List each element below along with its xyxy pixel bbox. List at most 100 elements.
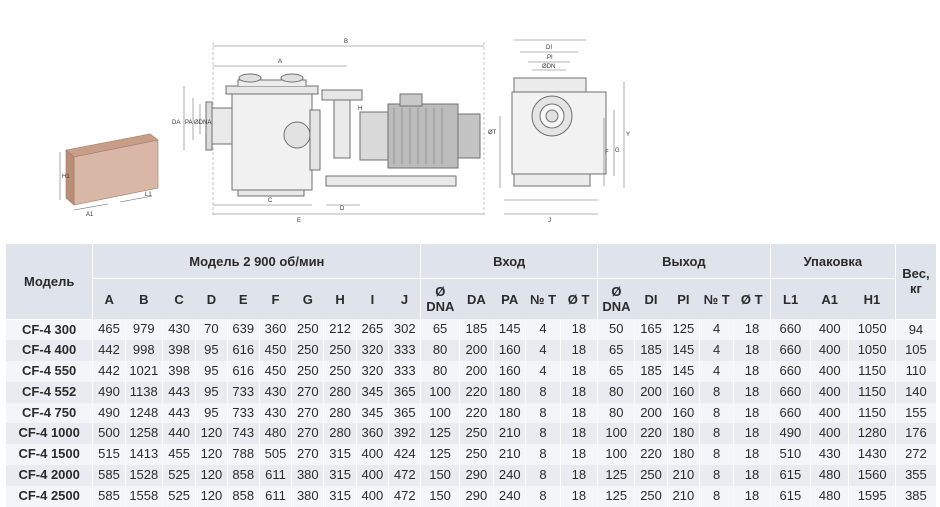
table-cell: 65 <box>420 319 460 341</box>
column-header-label: № T <box>529 291 557 307</box>
table-cell: 18 <box>733 402 771 424</box>
column-header-label: C <box>174 291 184 307</box>
table-cell: 430 <box>258 402 292 424</box>
column-header: D <box>195 278 228 319</box>
table-cell: 1558 <box>124 485 163 507</box>
dim-label-d: D <box>340 206 345 212</box>
column-header: E <box>227 278 260 319</box>
table-cell: 440 <box>161 423 196 445</box>
column-header: № T <box>699 278 734 319</box>
column-header: B <box>125 278 163 319</box>
table-cell: 200 <box>458 361 494 382</box>
table-cell: 105 <box>894 340 936 362</box>
pump-technical-drawing: H1 L1 A1 <box>59 39 630 224</box>
table-cell: 480 <box>810 465 849 486</box>
table-cell: 210 <box>666 465 700 486</box>
table-cell: 8 <box>698 423 734 445</box>
table-cell: 443 <box>161 402 196 424</box>
table-cell: 50 <box>597 319 635 341</box>
table-cell: 616 <box>226 361 260 382</box>
table-cell: 733 <box>226 381 260 403</box>
dim-label-h1: H1 <box>62 174 70 180</box>
table-cell: 430 <box>810 444 849 466</box>
table-cell: 95 <box>195 340 228 362</box>
table-cell: 250 <box>323 340 357 362</box>
table-cell: 280 <box>323 423 357 445</box>
table-cell: 345 <box>355 402 389 424</box>
table-cell: 280 <box>323 402 357 424</box>
table-cell: 315 <box>323 444 357 466</box>
table-cell: 270 <box>291 423 324 445</box>
column-header: A1 <box>810 278 849 319</box>
table-cell: 220 <box>458 381 494 403</box>
table-cell: 360 <box>355 423 389 445</box>
table-cell: 615 <box>769 465 811 486</box>
column-header-label: G <box>302 291 313 307</box>
table-cell: 430 <box>258 381 292 403</box>
column-header: H <box>323 278 357 319</box>
table-cell: 585 <box>92 465 126 486</box>
group-header-packing: Упаковка <box>769 244 896 279</box>
table-cell: 333 <box>388 340 421 362</box>
weight-header-line1: Вес, <box>902 266 930 282</box>
table-cell: 660 <box>769 340 811 362</box>
table-cell: 8 <box>525 402 561 424</box>
table-cell: 4 <box>525 319 561 341</box>
dim-label-dna: ØDNA <box>194 120 211 126</box>
dim-label-a1: A1 <box>86 212 94 218</box>
table-cell: 18 <box>733 381 771 403</box>
table-cell: 442 <box>92 361 126 382</box>
column-header-label: H1 <box>863 291 881 307</box>
table-cell: 250 <box>291 361 324 382</box>
table-cell: 8 <box>525 465 561 486</box>
packing-box-illustration: H1 L1 A1 <box>59 133 159 218</box>
table-cell: 8 <box>525 381 561 403</box>
table-cell: 400 <box>810 340 849 362</box>
table-cell: 1150 <box>848 402 896 424</box>
dim-label-di: DI <box>546 45 552 51</box>
table-cell: 616 <box>226 340 260 362</box>
table-cell: 200 <box>634 402 668 424</box>
table-cell: 185 <box>634 340 668 362</box>
column-header-label: F <box>271 291 280 307</box>
group-header-outlet: Выход <box>597 244 771 279</box>
table-cell: 611 <box>258 485 292 507</box>
weight-column-header: Вес, кг <box>894 244 936 320</box>
table-cell: 400 <box>810 319 849 341</box>
table-cell: 858 <box>226 465 260 486</box>
table-cell: 165 <box>634 319 668 341</box>
table-cell: 120 <box>195 423 228 445</box>
table-cell: 290 <box>458 485 494 507</box>
table-cell: 525 <box>161 485 196 507</box>
pump-front-view <box>499 39 625 215</box>
table-cell: 490 <box>92 402 126 424</box>
table-cell: 125 <box>597 485 635 507</box>
table-cell: 320 <box>355 340 389 362</box>
table-cell: 1413 <box>124 444 163 466</box>
table-cell: 80 <box>420 361 460 382</box>
table-cell: 18 <box>733 319 771 341</box>
table-cell: 400 <box>810 381 849 403</box>
table-cell: 8 <box>698 485 734 507</box>
table-cell: 480 <box>258 423 292 445</box>
table-cell: 442 <box>92 340 126 362</box>
table-cell: 80 <box>597 381 635 403</box>
table-cell: 1050 <box>848 319 896 341</box>
table-cell: 333 <box>388 361 421 382</box>
table-cell: 1430 <box>848 444 896 466</box>
table-cell: 145 <box>493 319 526 341</box>
table-cell: 200 <box>458 340 494 362</box>
table-cell: 4 <box>698 361 734 382</box>
model-cell: CF-4 1500 <box>6 444 93 466</box>
column-header-label: PA <box>501 291 519 307</box>
column-header-label: № T <box>703 291 730 307</box>
table-cell: 743 <box>226 423 260 445</box>
column-header: PA <box>493 278 526 319</box>
column-header: H1 <box>848 278 896 319</box>
pump-side-view <box>183 42 485 215</box>
